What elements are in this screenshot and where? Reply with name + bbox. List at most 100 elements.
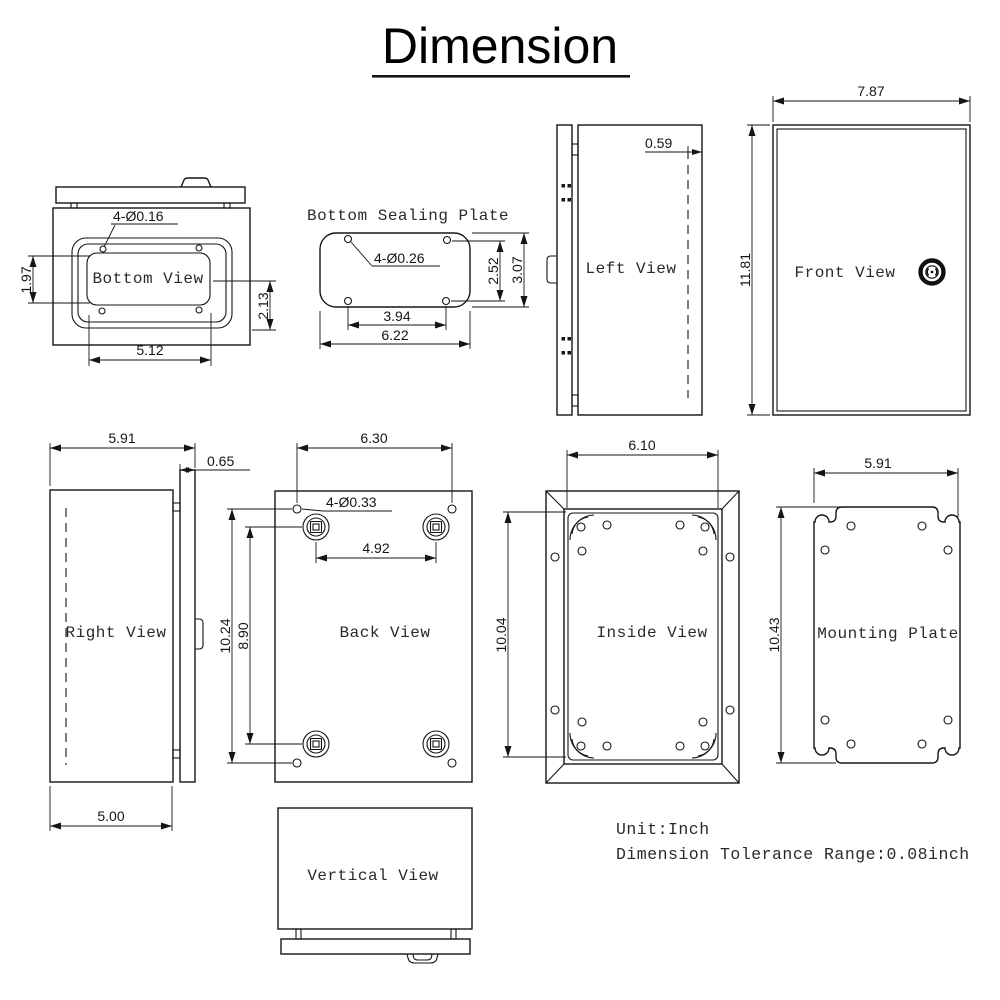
right-view: 5.91 0.65 5.00 Right View [49,430,250,831]
vertical-view-label: Vertical View [307,867,438,885]
svg-text:2.52: 2.52 [485,257,501,284]
bottom-view-opening [86,252,211,306]
svg-text:6.10: 6.10 [628,437,655,453]
bottom-view-holes [98,244,203,315]
inside-view-corner-clips [569,514,717,759]
inside-view-back-panel [567,512,719,761]
back-view-label: Back View [340,624,431,642]
sealing-plate-holes [343,234,452,306]
front-view-outline [772,124,971,416]
inside-view-label: Inside View [596,624,707,642]
dim-2-13: 2.13 [213,280,276,331]
inside-view: 6.10 10.04 Inside View [493,437,740,784]
dim-7-87: 7.87 [772,83,971,122]
dim-1-97: 1.97 [18,255,90,304]
left-view-hinge-dots [561,184,571,355]
left-view-label: Left View [586,260,677,278]
back-view-mounting-bosses [302,513,450,758]
back-view-corner-holes [292,504,457,768]
vertical-view-flange [280,938,471,955]
svg-text:11.81: 11.81 [737,253,753,287]
dim-5-00: 5.00 [49,786,173,831]
svg-text:5.91: 5.91 [864,455,891,471]
dim-11-81: 11.81 [737,124,770,416]
hole-note: 4-Ø0.33 [326,494,377,510]
drawing-notes: Unit:Inch Dimension Tolerance Range:0.08… [616,820,970,864]
unit-note: Unit:Inch [616,820,710,839]
bottom-sealing-plate: Bottom Sealing Plate 4-Ø0.26 2.52 3.07 [307,207,529,349]
inside-view-inner-frame [563,508,723,765]
vertical-view-latch-bump [406,953,439,964]
mounting-plate-outline [813,506,961,764]
svg-text:10.24: 10.24 [217,618,233,653]
svg-text:3.94: 3.94 [383,308,410,324]
svg-text:4.92: 4.92 [362,540,389,556]
svg-text:6.22: 6.22 [381,327,408,343]
front-view-label: Front View [794,264,895,282]
drawing-header: Dimension [372,18,630,78]
bottom-view-gasket-inner [77,243,227,323]
back-view-hole-callout: 4-Ø0.33 [301,494,392,512]
mounting-plate-label: Mounting Plate [817,625,958,643]
bottom-view-hole-callout: 4-Ø0.16 [103,208,178,248]
dim-3-94: 3.94 [347,306,447,330]
tolerance-note: Dimension Tolerance Range:0.08inch [616,845,970,864]
svg-text:10.04: 10.04 [493,617,509,652]
sealing-plate-hole-callout: 4-Ø0.26 [350,241,440,267]
dim-3-07: 3.07 [472,232,529,308]
dim-10-04: 10.04 [493,511,566,758]
svg-text:5.91: 5.91 [108,430,135,446]
inside-view-holes [550,520,735,751]
left-view-body [577,124,703,416]
front-view: 7.87 11.81 Front View [737,83,971,416]
lock-knob-icon [918,258,946,286]
back-view-body [274,490,473,783]
vertical-view: Vertical View [277,807,473,964]
dim-10-24: 10.24 [217,508,292,764]
dim-5-91-mounting-plate: 5.91 [813,455,959,517]
svg-text:1.97: 1.97 [18,266,34,293]
sealing-plate-outline [319,232,471,308]
page-title: Dimension [382,18,618,74]
dim-4-92: 4.92 [315,540,437,563]
dim-5-91-right-view: 5.91 [49,430,196,486]
dim-2-52: 2.52 [451,240,505,302]
title-underline [372,75,630,78]
vertical-view-body [277,807,473,930]
svg-text:8.90: 8.90 [235,622,251,649]
inside-view-outer-frame [545,490,740,784]
dim-0-65: 0.65 [179,453,250,477]
sealing-plate-label: Bottom Sealing Plate [307,207,509,225]
mounting-plate: 5.91 10.43 Mounting Plate [766,455,961,764]
dim-5-12: 5.12 [88,313,212,366]
front-view-door-panel [776,128,967,412]
svg-text:10.43: 10.43 [766,617,782,652]
dim-6-30: 6.30 [296,430,453,503]
right-view-body [49,489,174,783]
left-view-latch [546,255,557,284]
svg-text:5.12: 5.12 [136,342,163,358]
bottom-view-gasket-outer [71,237,233,329]
dim-0-59: 0.59 [645,135,702,158]
back-view: 4-Ø0.33 6.30 4.92 10.24 8.90 [217,430,473,783]
bottom-view-flange [55,186,246,204]
bottom-view-body [52,207,251,346]
svg-text:5.00: 5.00 [97,808,124,824]
hole-note: 4-Ø0.26 [374,250,425,266]
dim-8-90: 8.90 [235,526,302,745]
bottom-view-latch-bump [180,177,212,188]
dim-6-10: 6.10 [566,437,719,508]
svg-text:6.30: 6.30 [360,430,387,446]
left-view: 0.59 Left View [546,124,703,416]
right-view-latch [195,618,204,650]
mounting-plate-holes [820,521,953,749]
svg-text:7.87: 7.87 [857,83,884,99]
bottom-view: Bottom View 4-Ø0.16 1.97 2.13 5.12 [18,177,276,366]
svg-text:3.07: 3.07 [509,256,525,283]
right-view-door-edge [179,469,196,783]
dim-6-22: 6.22 [319,311,471,349]
left-view-door-edge [556,124,573,416]
svg-text:0.65: 0.65 [207,453,234,469]
svg-text:2.13: 2.13 [255,292,271,319]
